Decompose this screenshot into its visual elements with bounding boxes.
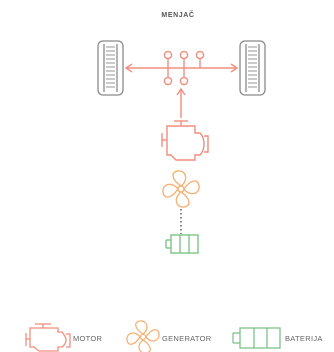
left-drive-arrow xyxy=(124,63,166,73)
legend-fan-icon xyxy=(126,320,160,352)
right-wheel-tire-icon xyxy=(239,40,266,96)
engine-icon xyxy=(161,120,209,161)
legend-generator-label: GENERATOR xyxy=(162,334,212,343)
gearbox-icon xyxy=(163,50,205,86)
legend-battery-label: BATERIJA xyxy=(285,334,323,343)
legend-motor-label: MOTOR xyxy=(73,334,103,343)
left-wheel-tire-icon xyxy=(97,40,124,96)
engine-to-gearbox-arrow xyxy=(176,87,186,118)
legend-engine-icon xyxy=(25,323,71,352)
diagram-title: MENJAČ xyxy=(161,10,194,19)
legend-battery-icon xyxy=(232,327,281,349)
right-drive-arrow xyxy=(204,63,239,73)
battery-icon xyxy=(165,234,199,254)
legend: MOTOR GENERATOR BATERIJA xyxy=(25,320,323,352)
generator-fan-icon xyxy=(162,170,200,208)
